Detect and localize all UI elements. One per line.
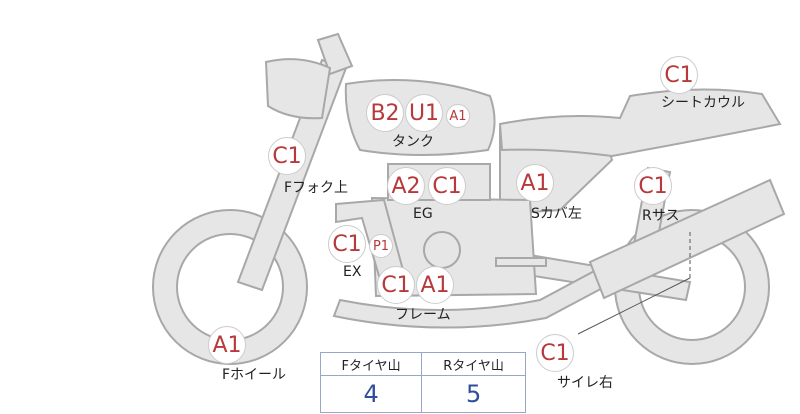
silencer — [588, 178, 786, 300]
f-fork-upper-code-c1: C1 — [268, 137, 306, 175]
front-tire-value: 4 — [319, 375, 423, 413]
frame-code-a1: A1 — [416, 266, 454, 304]
r-suspension-code-c1: C1 — [634, 167, 672, 205]
seat-cowl-label: シートカウル — [661, 95, 745, 111]
frame-code-c1: C1 — [377, 266, 415, 304]
r-suspension-label: Rサス — [642, 208, 680, 224]
f-fork-upper-label: Fフォク上 — [284, 180, 349, 196]
engine-code-a2: A2 — [387, 167, 425, 205]
exhaust-label: EX — [343, 264, 362, 280]
fork-top — [316, 32, 354, 76]
seat-cowl-code-c1: C1 — [660, 56, 698, 94]
silencer-right-label: サイレ右 — [557, 375, 613, 391]
tire-tread-table: Fタイヤ山 Rタイヤ山 4 5 — [319, 352, 526, 413]
f-wheel-code-a1: A1 — [208, 326, 246, 364]
engine-cover — [423, 231, 461, 269]
exhaust-code-p1-minor: P1 — [369, 234, 393, 258]
silencer-right-code-c1: C1 — [536, 334, 574, 372]
f-wheel-label: Fホイール — [222, 367, 287, 383]
rear-tire-value: 5 — [421, 375, 526, 413]
exhaust-code-c1: C1 — [328, 225, 366, 263]
headlight — [264, 58, 332, 120]
s-cover-left-label: Sカバ左 — [531, 206, 582, 222]
front-tire-header: Fタイヤ山 — [319, 352, 423, 376]
tire-table-value-row: 4 5 — [319, 375, 526, 413]
rear-tire-header: Rタイヤ山 — [421, 352, 526, 376]
engine-label: EG — [413, 206, 433, 222]
footpeg — [495, 257, 547, 267]
seat-cowl — [498, 88, 782, 158]
engine-code-c1: C1 — [428, 167, 466, 205]
tank-label: タンク — [392, 134, 434, 150]
tank-code-u1: U1 — [405, 94, 443, 132]
s-cover-left-code-a1: A1 — [516, 164, 554, 202]
frame-label: フレーム — [395, 307, 451, 323]
silencer-leader — [577, 277, 691, 335]
tank-code-a1-minor: A1 — [446, 104, 470, 128]
tire-table-header-row: Fタイヤ山 Rタイヤ山 — [319, 352, 526, 376]
tank-code-b2: B2 — [366, 94, 404, 132]
